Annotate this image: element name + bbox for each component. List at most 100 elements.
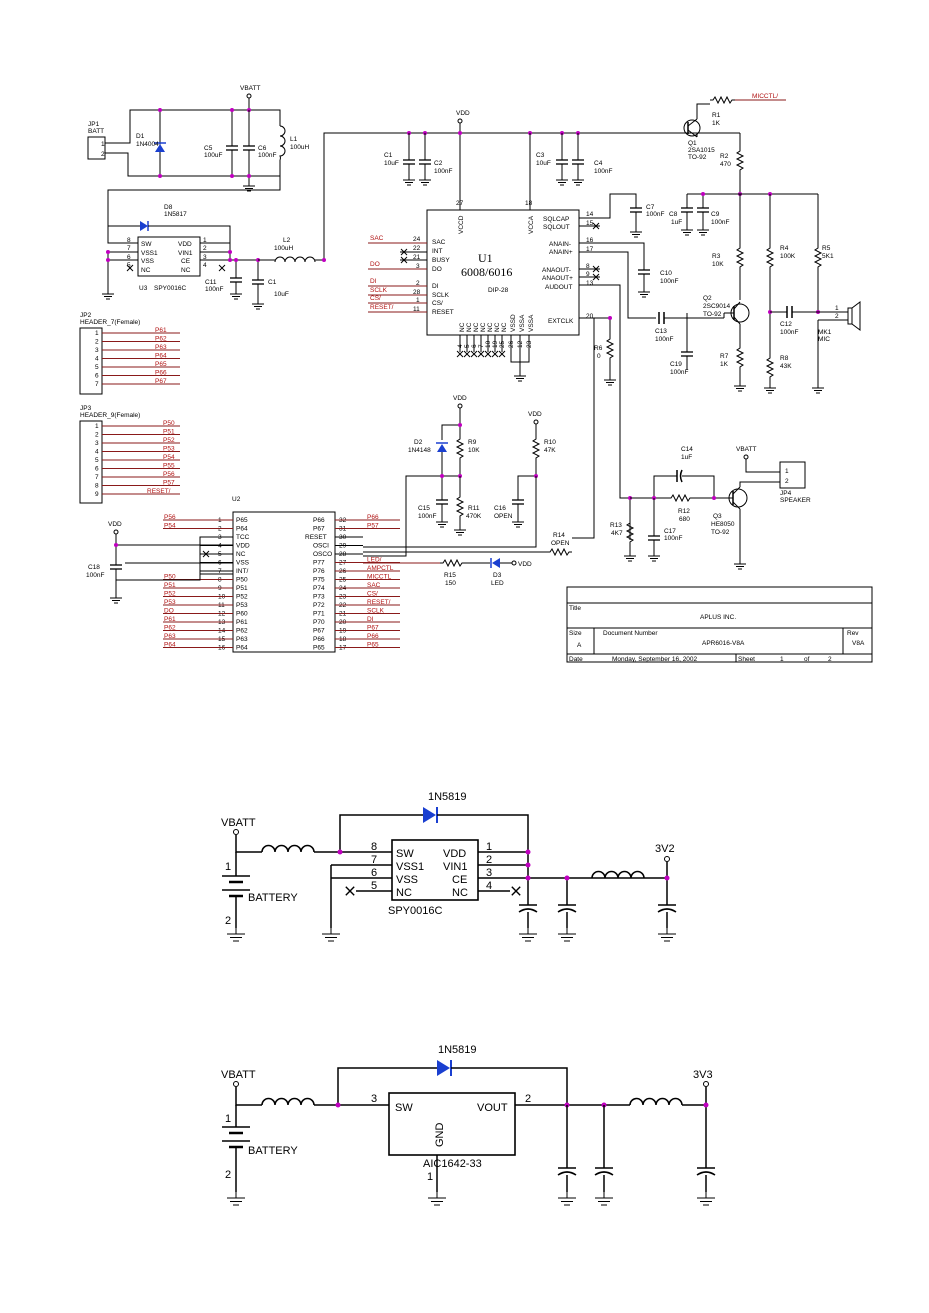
svg-text:1: 1 [225,861,231,873]
svg-text:R1: R1 [712,112,721,119]
pin-label: 9 [95,491,99,498]
svg-text:27: 27 [456,200,464,207]
main-schematic: JP1 BATT 1 2 VBATT D1 1N4004 C5 100uF [79,85,873,663]
svg-text:13: 13 [586,280,594,287]
svg-text:2: 2 [835,313,839,320]
svg-text:A: A [577,642,582,649]
svg-text:C1: C1 [384,152,393,159]
svg-text:16: 16 [586,237,594,244]
pin-label: P67 [313,628,325,635]
svg-text:2: 2 [486,854,492,866]
pin-label: P62 [236,628,248,635]
pin-label: P51 [163,429,175,436]
svg-text:5K1: 5K1 [822,253,834,260]
svg-text:7: 7 [371,854,377,866]
pin-label: P67 [313,526,325,533]
pin-label: RESET/ [147,488,171,495]
pin-label: P65 [155,361,167,368]
svg-text:APR6016-V8A: APR6016-V8A [702,640,745,647]
svg-text:JP2: JP2 [80,312,92,319]
svg-text:C19: C19 [670,361,682,368]
pin-label: P66 [367,514,379,521]
svg-text:VSS1: VSS1 [396,861,424,873]
bottom-battery-label: BATTERY [248,1145,298,1157]
svg-text:C9: C9 [711,211,720,218]
svg-text:100nF: 100nF [418,513,436,520]
svg-text:SQLCAP: SQLCAP [543,216,569,223]
svg-text:100nF: 100nF [660,278,678,285]
svg-text:ANAOUT+: ANAOUT+ [542,275,573,282]
pin-label: P66 [155,370,167,377]
svg-text:V8A: V8A [852,640,865,647]
svg-text:ANAIN+: ANAIN+ [549,249,573,256]
svg-text:8: 8 [371,841,377,853]
title-block: Title APLUS INC. Size A Document Number … [566,586,873,663]
svg-text:C18: C18 [88,564,100,571]
svg-text:11: 11 [413,306,420,313]
jp4-speaker: 1 2 JP4 SPEAKER [779,461,811,504]
bottom-vbatt-label: VBATT [221,1069,256,1081]
svg-text:100nF: 100nF [711,219,729,226]
svg-text:100nF: 100nF [670,369,688,376]
mid-vbatt-label: VBATT [221,817,256,829]
svg-text:R11: R11 [468,505,480,512]
svg-text:100uH: 100uH [290,144,309,151]
svg-text:Monday, September 16, 2002: Monday, September 16, 2002 [612,656,698,663]
svg-text:JP4: JP4 [780,490,792,497]
svg-text:VBATT: VBATT [736,446,756,453]
pin-label: DI [367,616,374,623]
svg-text:22: 22 [413,245,421,252]
svg-text:AUDOUT: AUDOUT [545,284,572,291]
svg-text:HE8050: HE8050 [711,521,735,528]
pin-label: 1 [95,423,99,430]
pin-label: P53 [236,602,248,609]
mid-ic-label: SPY0016C [388,905,442,917]
u2-microcontroller: U2 P651P56P642P54TCC3VDD4NC5VSS6INT/7P50… [163,496,400,653]
pin-label: 6 [95,466,99,473]
svg-text:SCLK: SCLK [370,287,388,294]
svg-text:MK1: MK1 [818,329,832,336]
svg-text:SW: SW [396,848,414,860]
svg-text:APLUS INC.: APLUS INC. [700,614,736,621]
svg-text:2SA1015: 2SA1015 [688,147,715,154]
jp1-name: BATT [88,128,104,135]
mid-out-label: 3V2 [655,843,675,855]
u3-regulator: SW VSS1 VSS NC VDD VIN1 CE NC 8 7 6 5 1 … [127,236,207,292]
svg-text:100nF: 100nF [434,168,452,175]
pin-label: 5 [95,364,99,371]
pin-label: INT/ [236,568,248,575]
svg-text:3: 3 [371,1093,377,1105]
svg-text:SW: SW [141,241,152,248]
svg-text:3: 3 [416,263,420,270]
svg-text:10uF: 10uF [274,291,289,298]
pin-label: P61 [155,327,167,334]
svg-text:R14: R14 [553,532,565,539]
svg-text:R9: R9 [468,439,477,446]
pin-label: P57 [367,523,379,530]
svg-text:6: 6 [371,867,377,879]
svg-text:VDD: VDD [108,521,122,528]
svg-text:HEADER_9(Female): HEADER_9(Female) [80,412,140,419]
u1-bottom-pins [456,335,530,382]
svg-text:2: 2 [225,1169,231,1181]
pin-label: P77 [313,560,325,567]
svg-text:1K: 1K [720,361,729,368]
svg-text:100uH: 100uH [274,245,293,252]
pin-label: P73 [313,594,325,601]
svg-text:C11: C11 [205,279,217,286]
svg-text:10K: 10K [468,447,480,454]
pin-label: RESET/ [367,599,391,606]
pin-label: VSS [236,560,250,567]
svg-text:ANAIN-: ANAIN- [549,241,571,248]
pin-label: TCC [236,534,250,541]
svg-text:15: 15 [586,220,594,227]
svg-text:SQLOUT: SQLOUT [543,224,570,231]
svg-text:NC: NC [141,267,151,274]
spy0016c-boost-circuit: VBATT 1 2 BATTERY 1N5819 SW VSS1 VSS NC … [221,791,677,942]
svg-text:SAC: SAC [370,235,384,242]
mid-battery-label: BATTERY [248,892,298,904]
pin-label: P67 [155,378,167,385]
pin-label: P57 [163,480,175,487]
pin-label: 5 [95,457,99,464]
svg-text:1: 1 [416,297,420,304]
